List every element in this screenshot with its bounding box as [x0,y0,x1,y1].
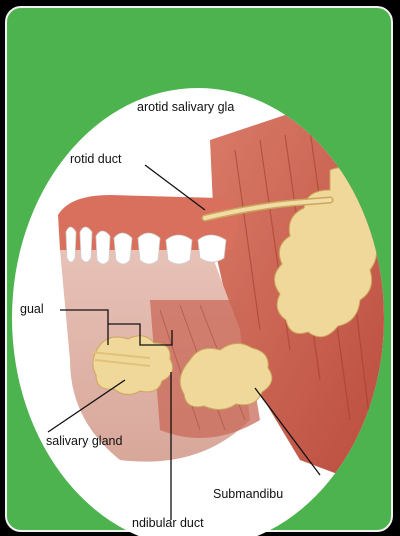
submandibular-duct-label: ndibular duct [132,516,204,530]
parotid-duct-label: rotid duct [70,152,121,166]
parotid-salivary-gland-label: arotid salivary gla [137,100,234,114]
submandibular-gland-label: Submandibu [213,487,283,501]
sublingual-salivary-gland-label: salivary gland [46,434,122,448]
sublingual-label: gual [20,302,44,316]
